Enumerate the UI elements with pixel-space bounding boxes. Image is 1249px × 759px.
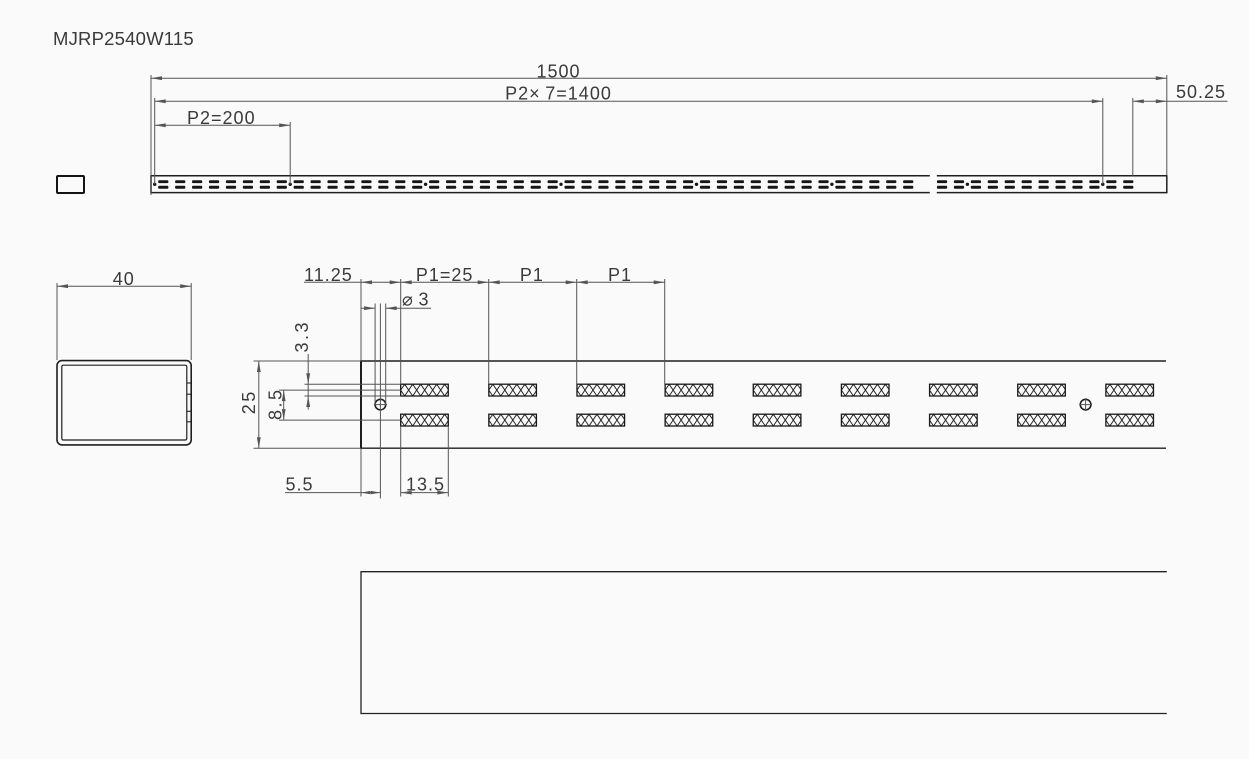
svg-text:13.5: 13.5 (406, 474, 445, 494)
svg-text:5.5: 5.5 (285, 474, 313, 494)
svg-text:3.3: 3.3 (292, 320, 312, 353)
svg-text:P2× 7=1400: P2× 7=1400 (505, 84, 612, 104)
svg-text:1500: 1500 (536, 61, 580, 81)
svg-text:P2=200: P2=200 (187, 108, 256, 128)
svg-text:MJRP2540W115: MJRP2540W115 (53, 28, 194, 49)
svg-text:11.25: 11.25 (304, 265, 353, 285)
svg-text:⌀ 3: ⌀ 3 (402, 290, 429, 310)
svg-text:P1: P1 (520, 265, 544, 285)
svg-text:8.5: 8.5 (266, 387, 286, 420)
svg-text:P1=25: P1=25 (416, 265, 474, 285)
svg-text:25: 25 (239, 389, 259, 414)
svg-text:P1: P1 (608, 265, 632, 285)
svg-text:50.25: 50.25 (1176, 82, 1226, 102)
svg-text:40: 40 (113, 269, 135, 289)
